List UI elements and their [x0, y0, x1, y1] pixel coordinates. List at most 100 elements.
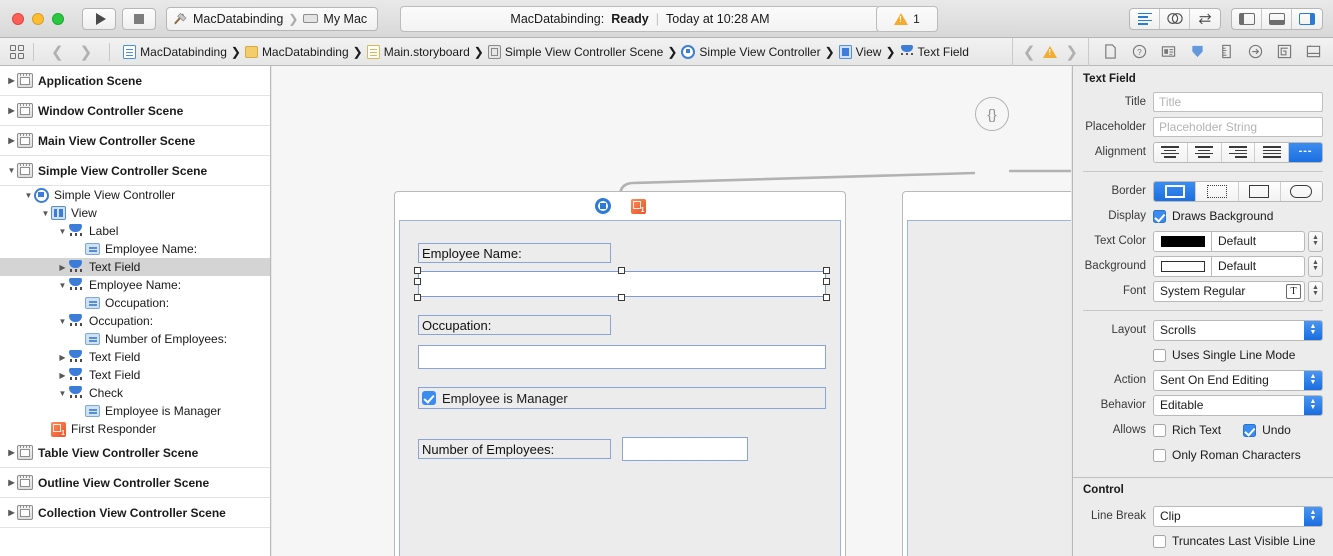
- scene-canvas-view[interactable]: Employee Name: Occupation: Employee is M…: [399, 220, 841, 556]
- disclosure-triangle-icon[interactable]: [57, 317, 68, 326]
- breadcrumb-item-project[interactable]: MacDatabinding: [119, 44, 231, 59]
- connections-inspector-icon[interactable]: [1248, 44, 1263, 59]
- scene-canvas-view[interactable]: [907, 220, 1071, 556]
- background-color-control[interactable]: Default: [1153, 255, 1305, 277]
- outline-row[interactable]: Text Field: [0, 366, 270, 384]
- quick-help-inspector-icon[interactable]: ?: [1132, 44, 1147, 59]
- outline-row[interactable]: Collection View Controller Scene: [0, 498, 270, 528]
- attributes-inspector[interactable]: Text Field Title Title Placeholder Place…: [1072, 66, 1333, 556]
- next-issue-button[interactable]: ❯: [1065, 43, 1078, 61]
- ib-text-field-occupation[interactable]: [418, 345, 826, 369]
- resize-handle[interactable]: [618, 267, 625, 274]
- uses-single-line-mode-row[interactable]: Uses Single Line Mode: [1153, 348, 1333, 362]
- border-rounded-button[interactable]: [1280, 181, 1322, 201]
- behavior-popup-button[interactable]: Editable▲▼: [1153, 394, 1323, 416]
- warning-count-button[interactable]: 1: [876, 5, 938, 32]
- align-center-button[interactable]: [1187, 142, 1222, 162]
- breadcrumb-item-view[interactable]: View: [835, 44, 886, 59]
- file-inspector-icon[interactable]: [1103, 44, 1118, 59]
- attributes-inspector-icon[interactable]: [1190, 44, 1205, 59]
- editor-mode-segmented[interactable]: [1129, 7, 1221, 30]
- text-color-control[interactable]: Default: [1153, 230, 1305, 252]
- placeholder-input[interactable]: Placeholder String: [1153, 117, 1323, 137]
- disclosure-triangle-icon[interactable]: [6, 448, 17, 457]
- title-input[interactable]: Title: [1153, 92, 1323, 112]
- outline-row[interactable]: Check: [0, 384, 270, 402]
- ib-label-employee-name[interactable]: Employee Name:: [418, 243, 611, 263]
- outline-row[interactable]: Occupation:: [0, 312, 270, 330]
- outline-row[interactable]: Label: [0, 222, 270, 240]
- breadcrumb-item-view-controller[interactable]: Simple View Controller: [677, 44, 824, 59]
- issue-navigation-group[interactable]: ❮ ❯: [1011, 37, 1088, 66]
- undo-row[interactable]: Undo: [1243, 423, 1291, 437]
- close-window-button[interactable]: [12, 12, 24, 25]
- scene-dock[interactable]: [395, 192, 845, 220]
- align-right-button[interactable]: [1221, 142, 1256, 162]
- draws-background-checkbox[interactable]: [1153, 209, 1166, 223]
- border-bezel-button[interactable]: [1238, 181, 1281, 201]
- resize-handle[interactable]: [414, 278, 421, 285]
- border-line-button[interactable]: [1196, 181, 1239, 201]
- outline-row[interactable]: Employee is Manager: [0, 402, 270, 420]
- disclosure-triangle-icon[interactable]: [57, 389, 68, 398]
- uses-single-line-mode-checkbox[interactable]: [1153, 348, 1166, 362]
- scene-simple-view-controller[interactable]: Employee Name: Occupation: Employee is M…: [394, 191, 846, 556]
- breadcrumb-item-folder[interactable]: MacDatabinding: [241, 45, 353, 59]
- back-button[interactable]: ❮: [51, 43, 64, 61]
- resize-handle[interactable]: [618, 294, 625, 301]
- toggle-debug-area-button[interactable]: [1262, 8, 1292, 29]
- outline-row[interactable]: Number of Employees:: [0, 330, 270, 348]
- breadcrumb-item-text-field[interactable]: Text Field: [896, 44, 973, 59]
- align-natural-button[interactable]: ---: [1289, 142, 1322, 162]
- previous-issue-button[interactable]: ❮: [1022, 43, 1036, 61]
- forward-button[interactable]: ❯: [79, 43, 93, 61]
- outline-row[interactable]: Main View Controller Scene: [0, 126, 270, 156]
- disclosure-triangle-icon[interactable]: [6, 106, 17, 115]
- disclosure-triangle-icon[interactable]: [57, 263, 68, 272]
- resize-handle[interactable]: [414, 294, 421, 301]
- stop-button[interactable]: [122, 7, 156, 30]
- outline-row[interactable]: Simple View Controller: [0, 186, 270, 204]
- disclosure-triangle-icon[interactable]: [57, 281, 68, 290]
- outline-row[interactable]: Employee Name:: [0, 276, 270, 294]
- first-responder-icon[interactable]: [630, 198, 646, 214]
- window-controls[interactable]: [12, 12, 64, 25]
- outline-row[interactable]: Employee Name:: [0, 240, 270, 258]
- truncates-checkbox[interactable]: [1153, 534, 1166, 548]
- disclosure-triangle-icon[interactable]: [6, 76, 17, 85]
- outline-row[interactable]: Simple View Controller Scene: [0, 156, 270, 186]
- inspector-selector-bar[interactable]: ?: [1088, 37, 1333, 66]
- disclosure-triangle-icon[interactable]: [57, 371, 68, 380]
- disclosure-triangle-icon[interactable]: [40, 209, 51, 218]
- size-inspector-icon[interactable]: [1219, 44, 1234, 59]
- only-roman-checkbox[interactable]: [1153, 448, 1166, 462]
- resize-handle[interactable]: [823, 267, 830, 274]
- rich-text-row[interactable]: Rich Text: [1153, 423, 1221, 437]
- text-color-swatch[interactable]: [1154, 231, 1212, 251]
- disclosure-triangle-icon[interactable]: [6, 478, 17, 487]
- identity-inspector-icon[interactable]: [1161, 44, 1176, 59]
- minimize-window-button[interactable]: [32, 12, 44, 25]
- breadcrumb-item-scene[interactable]: Simple View Controller Scene: [484, 44, 668, 59]
- scene-secondary[interactable]: T: [902, 191, 1071, 556]
- outline-row[interactable]: Occupation:: [0, 294, 270, 312]
- scheme-selector[interactable]: MacDatabinding ❯ My Mac: [166, 6, 379, 31]
- line-break-popup-button[interactable]: Clip▲▼: [1153, 505, 1323, 527]
- outline-row[interactable]: Table View Controller Scene: [0, 438, 270, 468]
- font-field[interactable]: System Regular T: [1153, 280, 1305, 302]
- view-controller-icon[interactable]: [594, 198, 611, 214]
- text-color-stepper[interactable]: ▲▼: [1308, 230, 1323, 252]
- checkbox-icon[interactable]: [422, 391, 436, 405]
- standard-editor-button[interactable]: [1130, 8, 1160, 29]
- view-toggles-segmented[interactable]: [1231, 7, 1323, 30]
- draws-background-checkbox-row[interactable]: Draws Background: [1153, 209, 1333, 223]
- outline-row[interactable]: Application Scene: [0, 66, 270, 96]
- disclosure-triangle-icon[interactable]: [23, 191, 34, 200]
- object-library-icon[interactable]: [1306, 44, 1321, 59]
- breadcrumb-item-storyboard[interactable]: Main.storyboard: [363, 44, 474, 59]
- outline-row[interactable]: Text Field: [0, 348, 270, 366]
- related-items-icon[interactable]: [10, 44, 24, 59]
- outline-row[interactable]: View: [0, 204, 270, 222]
- resize-handle[interactable]: [823, 294, 830, 301]
- storyboard-canvas[interactable]: {} Employee Name: Occupation:: [272, 66, 1071, 556]
